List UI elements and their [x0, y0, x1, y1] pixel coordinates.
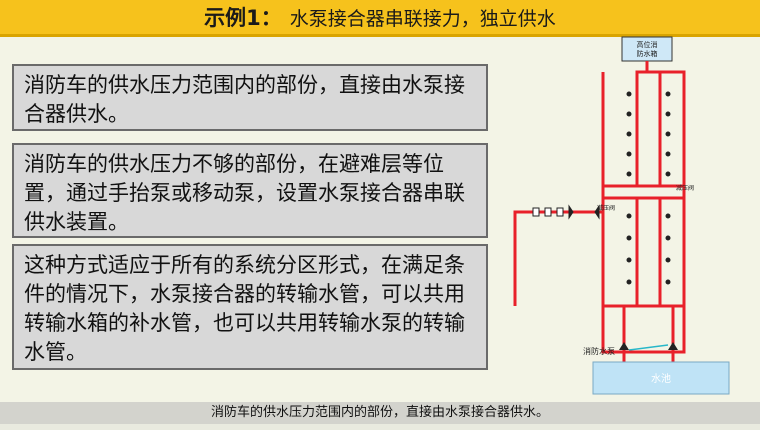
connector-valves [532, 204, 600, 220]
branch-outlets [626, 91, 671, 285]
slide-title-bar: 示例1： 水泵接合器串联接力，独立供水 [0, 0, 760, 34]
pump-bypass-line [628, 344, 669, 351]
text-box-relay-supply: 消防车的供水压力不够的部份，在避难层等位置，通过手抬泵或移动泵，设置水泵接合器串… [12, 143, 488, 238]
footer-strip [0, 424, 760, 430]
paragraph-relay-supply: 消防车的供水压力不够的部份，在避难层等位置，通过手抬泵或移动泵，设置水泵接合器串… [24, 152, 465, 234]
roof-tank-label-1: 高位消 [637, 40, 658, 49]
paragraph-direct-supply: 消防车的供水压力范围内的部份，直接由水泵接合器供水。 [24, 73, 465, 126]
roof-tank-label-2: 防水箱 [637, 49, 658, 58]
bottom-caption: 消防车的供水压力范围内的部份，直接由水泵接合器供水。 [0, 402, 760, 424]
paragraph-shared-pipes: 这种方式适应于所有的系统分区形式，在满足条件的情况下，水泵接合器的转输水管，可以… [24, 253, 465, 364]
water-pool [592, 361, 730, 395]
text-box-shared-pipes: 这种方式适应于所有的系统分区形式，在满足条件的情况下，水泵接合器的转输水管，可以… [12, 244, 488, 370]
text-box-direct-supply: 消防车的供水压力范围内的部份，直接由水泵接合器供水。 [12, 64, 488, 131]
pipe-network [513, 61, 686, 364]
title-underline [0, 34, 760, 37]
slide-title-prefix: 示例1： [204, 6, 282, 30]
slide-title-text: 水泵接合器串联接力，独立供水 [289, 7, 556, 30]
fire-pumps [619, 342, 678, 350]
pool-label: 水池 [651, 372, 671, 385]
valve-label-right: 减压阀 [676, 184, 694, 192]
valve-label-left: 减压阀 [597, 204, 615, 212]
fire-water-system-diagram: 高位消 防水箱 [513, 36, 730, 395]
pump-label: 消防水泵 [583, 346, 615, 356]
